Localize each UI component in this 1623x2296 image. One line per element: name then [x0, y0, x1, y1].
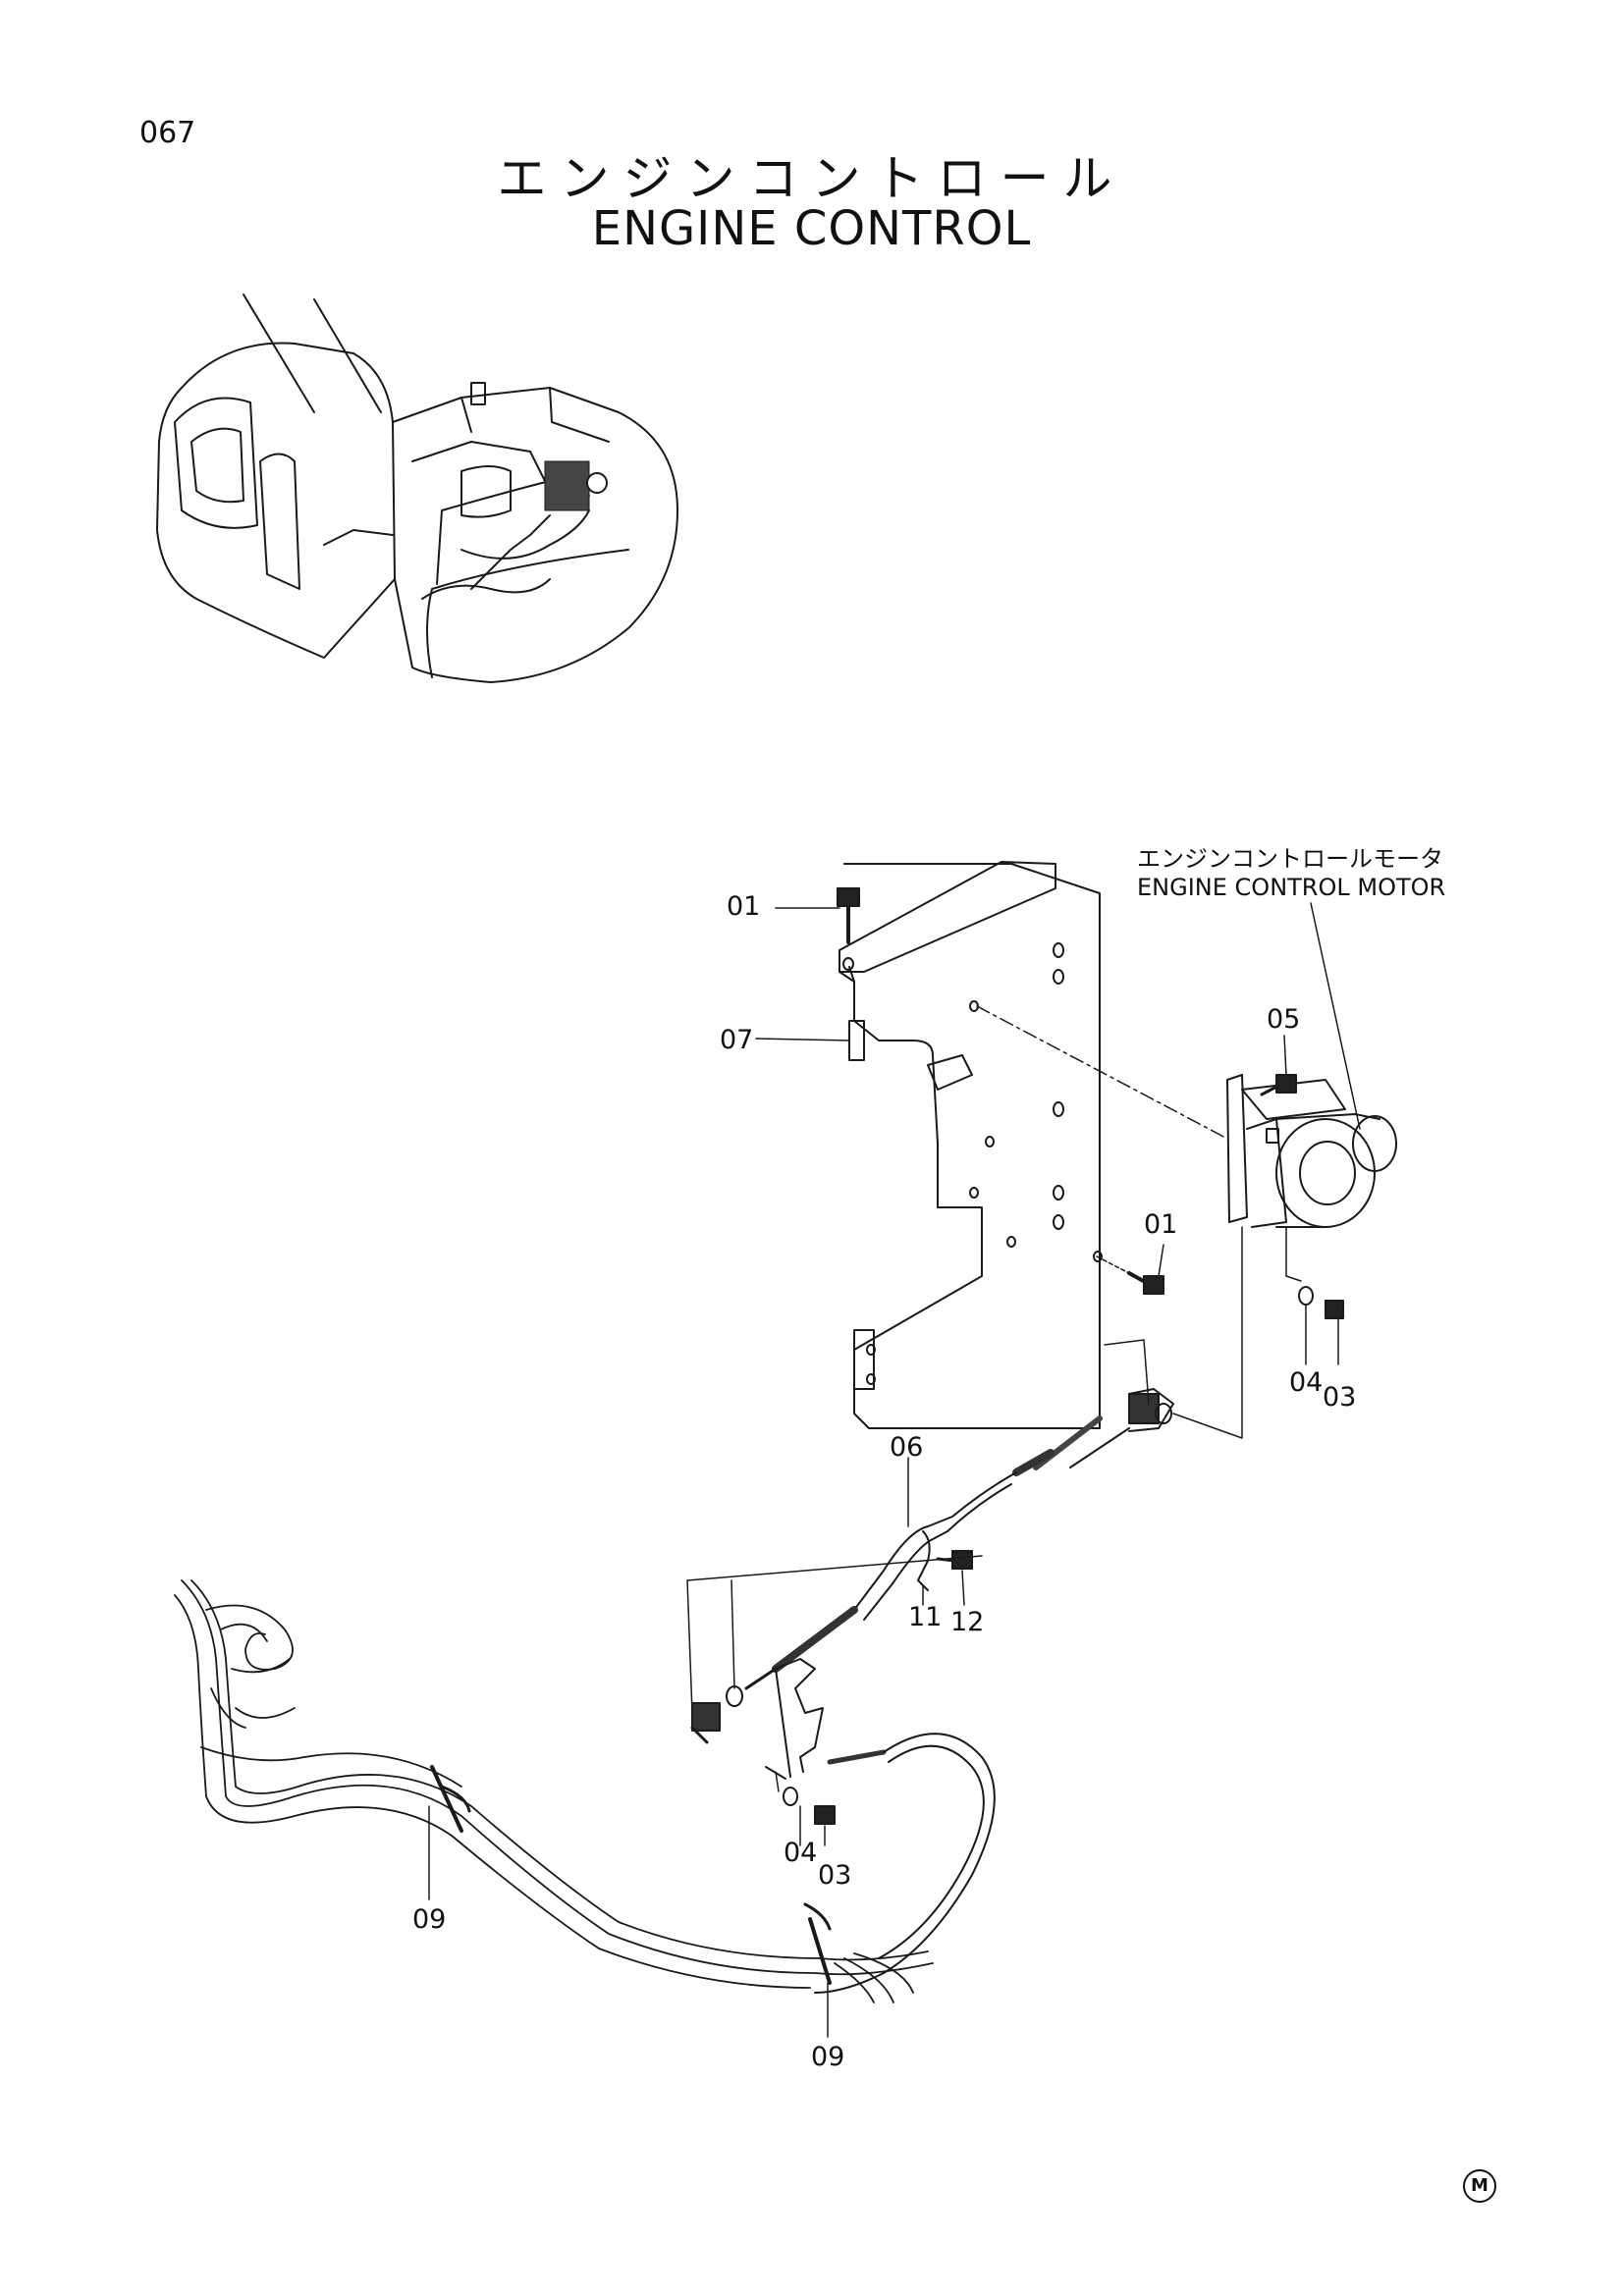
part-label-06: 06 — [890, 1432, 924, 1463]
bolt-01-mid — [1096, 1255, 1164, 1295]
page-title-japanese: エンジンコントロール — [497, 150, 1126, 207]
leader-lines — [755, 907, 1339, 1846]
part-label-05: 05 — [1267, 1004, 1301, 1035]
motor-callout-leader — [1310, 902, 1361, 1130]
part-label-09-left: 09 — [412, 1904, 447, 1935]
part-label-04-bottom: 04 — [784, 1838, 818, 1868]
machine-overview-illustration — [156, 294, 678, 683]
part-label-01-top: 01 — [727, 891, 761, 922]
page-title-english: ENGINE CONTROL — [591, 201, 1032, 256]
bolt-01-top — [837, 887, 860, 971]
part-label-03-right: 03 — [1323, 1382, 1357, 1413]
nut-and-washer-right — [1285, 1226, 1344, 1319]
engine-control-motor — [1226, 1074, 1397, 1228]
manual-mark-icon: M — [1463, 2169, 1496, 2203]
motor-callout-english: ENGINE CONTROL MOTOR — [1137, 874, 1446, 901]
page-number: 067 — [139, 116, 196, 150]
part-label-04-right: 04 — [1289, 1367, 1324, 1398]
part-label-07: 07 — [720, 1025, 754, 1055]
part-label-11: 11 — [908, 1602, 943, 1632]
hose-harness — [174, 1579, 934, 2038]
bracket-plate — [839, 861, 1103, 1429]
part-label-03-bottom: 03 — [818, 1860, 852, 1891]
control-cable-06 — [686, 1226, 1243, 1744]
motor-callout-japanese: エンジンコントロールモータ — [1137, 845, 1443, 873]
part-label-12: 12 — [950, 1607, 985, 1637]
lower-lever — [765, 1658, 836, 1825]
part-label-01-mid: 01 — [1144, 1209, 1178, 1240]
part-label-09-bottom: 09 — [811, 2042, 845, 2072]
